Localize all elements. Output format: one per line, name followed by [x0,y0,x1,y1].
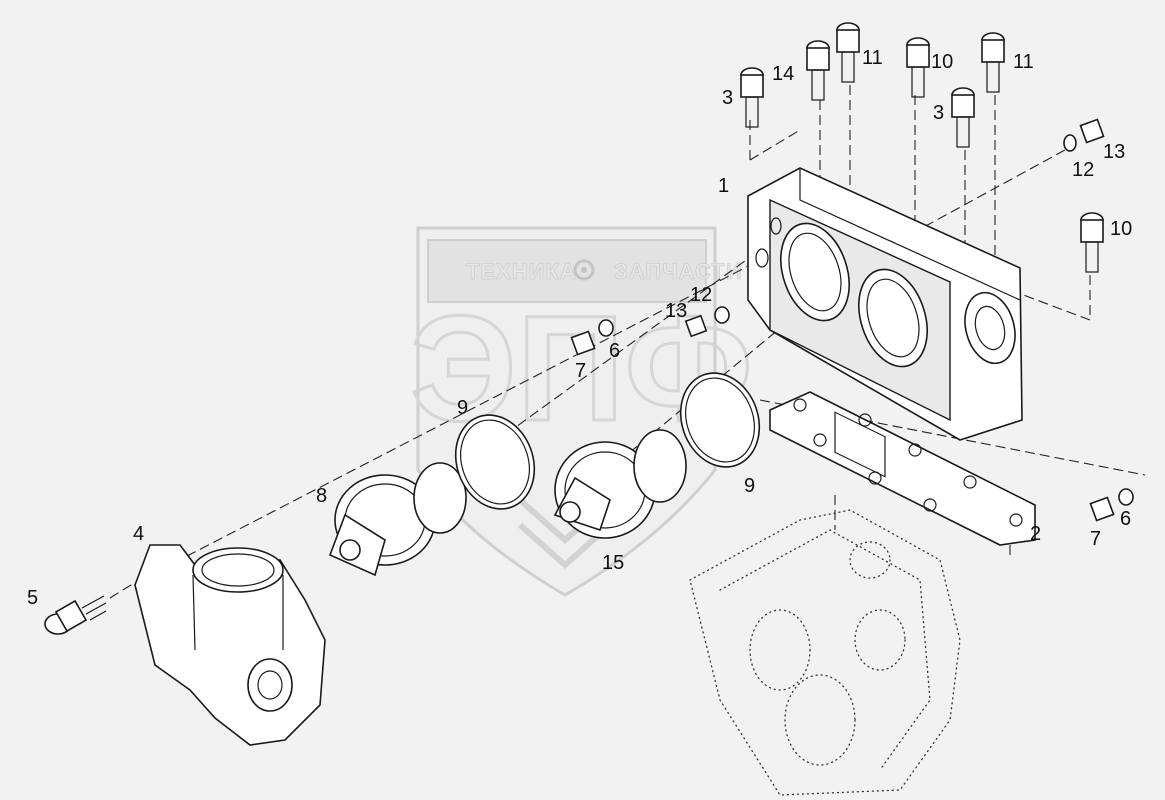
plug-13-right [1063,118,1105,152]
bolt-5 [44,595,107,635]
engine-block [689,509,961,796]
thermostat-right [553,429,687,539]
callout-1: 1 [718,175,729,197]
callout-7b: 7 [1090,528,1101,550]
callout-10a: 10 [931,51,953,73]
callout-11a: 11 [862,47,883,69]
callout-9b: 9 [744,475,755,497]
callout-12a: 12 [690,284,712,306]
plug-13-mid [684,306,730,338]
callout-4: 4 [133,523,144,545]
callouts: 1 2 3 3 4 5 6 6 7 7 8 9 9 10 10 11 11 12… [27,47,1132,609]
callout-14: 14 [772,63,794,85]
o-ring-left [454,414,536,510]
watermark-banner [427,239,707,303]
outlet-elbow [134,544,326,746]
watermark-text-left: ТЕХНИКА [466,259,577,284]
plug-7-right [1089,488,1134,522]
callout-3a: 3 [722,87,733,109]
callout-11b: 11 [1013,51,1034,73]
watermark-text-right: ЗАПЧАСТИ [614,259,743,284]
callout-13b: 13 [1103,141,1125,163]
callout-13a: 13 [665,300,687,322]
callout-8: 8 [316,485,327,507]
thermostat-left [328,462,467,577]
gasket [769,391,1036,546]
callout-6a: 6 [609,340,620,362]
callout-7a: 7 [575,360,586,382]
callout-6b: 6 [1120,508,1131,530]
callout-15: 15 [602,552,624,574]
bolts-top [740,22,1104,273]
gear-icon [573,259,595,281]
callout-5: 5 [27,587,38,609]
callout-3b: 3 [933,102,944,124]
callout-12b: 12 [1072,159,1094,181]
plug-7-left [570,319,614,356]
callout-9a: 9 [457,397,468,419]
callout-10b: 10 [1110,218,1132,240]
o-ring-right [679,372,761,468]
thermostat-housing [747,167,1023,441]
callout-2: 2 [1030,523,1041,545]
